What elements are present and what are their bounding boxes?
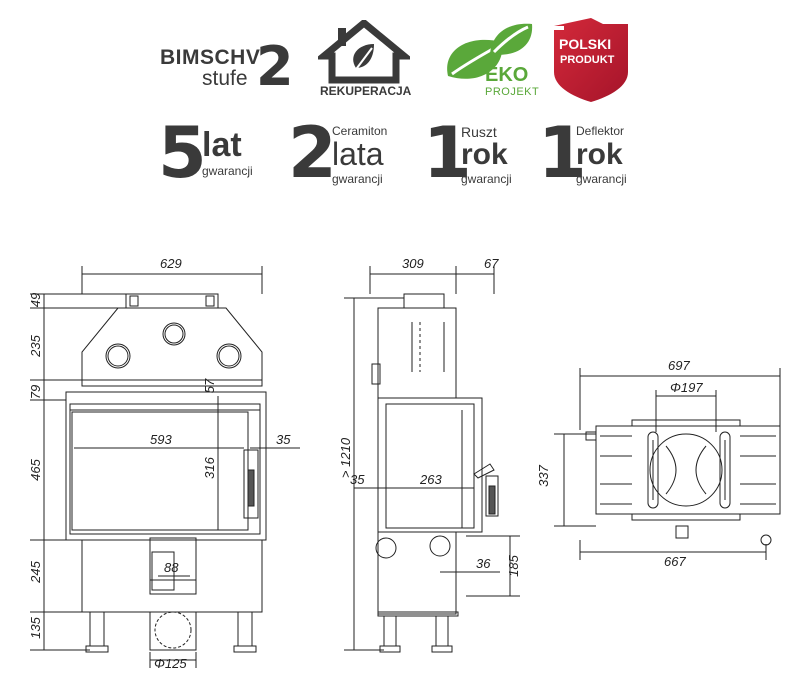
polski-produkt-badge: POLSKI PRODUKT [551,16,631,102]
dim-front-side: 35 [276,432,291,447]
warranty-number: 1 [538,112,587,194]
bimschv-stufe-label: stufe [202,67,248,90]
dim-side-left: 35 [350,472,365,487]
shield-icon [554,18,628,102]
dim-top-flue: Φ197 [670,380,703,395]
warranty-top: Ruszt [461,124,497,140]
warranty-2-lata: 2 Ceramiton lata gwarancji [288,118,408,190]
warranty-1-rok-ruszt: 1 Ruszt rok gwarancji [423,118,533,190]
dim-front-height-79: 79 [28,385,43,399]
warranty-top: Deflektor [576,124,625,138]
bimschv-number: 2 [256,35,294,98]
bimschv-badge: BIMSCHV stufe 2 [160,36,295,96]
house-leaf-icon [314,18,414,84]
dim-front-height-465: 465 [28,458,43,480]
dim-front-duct: 88 [164,560,179,575]
warranty-number: 2 [288,112,337,194]
top-view-outline [585,419,781,546]
dim-front-outlet: Φ125 [154,656,187,671]
warranty-1-rok-deflektor: 1 Deflektor rok gwarancji [538,118,648,190]
dim-front-height-49: 49 [28,293,43,307]
warranty-5-lat: 5 lat gwarancji [158,118,278,190]
rekuperacja-badge: REKUPERACJA [314,18,414,100]
polski-label: POLSKI [559,36,612,52]
dim-side-firebox: 263 [419,472,442,487]
dim-top-depth: 337 [536,464,551,486]
warranty-bottom: gwarancji [202,164,253,178]
warranty-main: rok [576,138,623,171]
dim-side-handle: 67 [484,256,499,271]
warranty-main: lat [202,126,242,164]
eko-badge: EKO PROJEKT [440,20,539,102]
front-view-outline [65,293,267,653]
dim-front-glass-width: 593 [150,432,172,447]
top-dimension-lines [554,368,781,560]
warranty-bottom: gwarancji [576,172,627,186]
dim-side-depth: 309 [402,256,424,271]
dim-top-base-width: 667 [664,554,686,569]
dim-front-height-135: 135 [28,616,43,638]
eko-label: EKO [485,64,529,86]
warranty-number: 5 [158,112,207,194]
dim-side-inlet: 36 [476,556,491,571]
side-dimension-lines [344,266,520,651]
dim-front-height-245: 245 [28,560,43,583]
warranty-main: lata [332,136,384,172]
dim-side-inlet-height: 185 [506,554,521,576]
warranty-main: rok [461,138,508,171]
dim-top-width: 697 [668,358,690,373]
warranty-bottom: gwarancji [461,172,512,186]
produkt-label: PRODUKT [560,54,615,66]
dim-front-height-235: 235 [28,334,43,357]
warranty-top: Ceramiton [332,124,388,138]
warranty-number: 1 [423,112,472,194]
dim-front-glass-height: 316 [202,456,217,478]
side-view-outline [371,293,499,653]
dim-front-width: 629 [160,256,182,271]
front-dimension-lines [30,266,300,668]
eko-projekt-label: PROJEKT [485,86,540,98]
rekuperacja-label: REKUPERACJA [320,84,412,98]
warranty-bottom: gwarancji [332,172,383,186]
bimschv-label: BIMSCHV [160,46,261,69]
leaf-icon [447,23,533,79]
dim-side-total-height: > 1210 [338,437,353,478]
dim-front-top-inner: 57 [202,378,217,393]
